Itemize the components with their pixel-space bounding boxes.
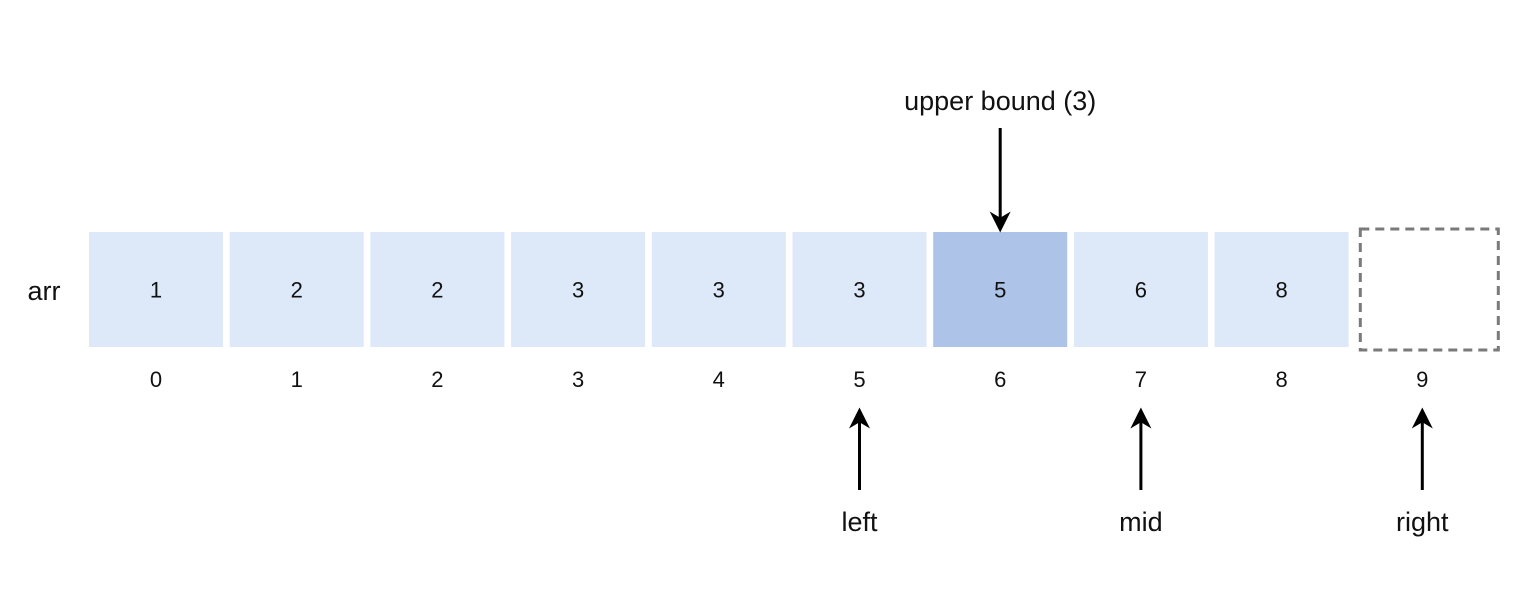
array-cell-value: 2: [431, 278, 443, 303]
upper-bound-label: upper bound (3): [904, 86, 1096, 116]
array-cell: 3: [511, 232, 646, 347]
array-cell-value: 8: [1275, 278, 1287, 303]
mid-pointer: mid: [1119, 407, 1163, 537]
array-cell: 6: [1073, 232, 1208, 347]
array-cell-value: 1: [150, 278, 162, 303]
array-cell-box: [651, 232, 786, 347]
array-cell-box: [229, 232, 364, 347]
array-index-label: 2: [431, 367, 443, 392]
array-cell-value: 6: [1135, 278, 1147, 303]
array-index-label: 3: [572, 367, 584, 392]
mid-label: mid: [1119, 507, 1163, 537]
left-label: left: [841, 507, 878, 537]
array-index-label: 8: [1275, 367, 1287, 392]
array-cell: 1: [89, 232, 223, 347]
upper-bound-pointer: upper bound (3): [904, 86, 1096, 233]
array-cell-value: 5: [994, 278, 1006, 303]
array-cell-value: 2: [291, 278, 303, 303]
array-cell: 2: [229, 232, 364, 347]
array-index-label: 0: [150, 367, 162, 392]
array-cell-box: [1073, 232, 1208, 347]
array-index-label: 5: [853, 367, 865, 392]
array-cell-value: 3: [713, 278, 725, 303]
array-cells: 1 2 2 3 3 3 5 6: [89, 227, 1500, 352]
array-cell-box: [511, 232, 646, 347]
array-cell-value: 3: [572, 278, 584, 303]
array-index-label: 9: [1416, 367, 1428, 392]
array-cell-box: [370, 232, 505, 347]
array-index-label: 6: [994, 367, 1006, 392]
array-name-label: arr: [28, 276, 61, 306]
array-cell-box: [1214, 232, 1349, 347]
array-cell-box-dashed: [1358, 227, 1500, 352]
array-indices: 0 1 2 3 4 5 6 7 8 9: [150, 367, 1429, 392]
array-cell-placeholder: [1358, 227, 1500, 352]
right-pointer: right: [1396, 407, 1449, 537]
array-cell-value: 3: [853, 278, 865, 303]
array-index-label: 1: [291, 367, 303, 392]
array-cell: 3: [792, 232, 927, 347]
array-cell-box: [933, 232, 1068, 347]
array-cell: 8: [1214, 232, 1349, 347]
array-index-label: 7: [1135, 367, 1147, 392]
array-cell-box: [89, 232, 223, 347]
array-cell: 3: [651, 232, 786, 347]
array-cell: 2: [370, 232, 505, 347]
left-pointer: left: [841, 407, 878, 537]
array-cell-box: [792, 232, 927, 347]
array-cell-highlighted: 5: [933, 232, 1068, 347]
array-index-label: 4: [713, 367, 725, 392]
right-label: right: [1396, 507, 1449, 537]
